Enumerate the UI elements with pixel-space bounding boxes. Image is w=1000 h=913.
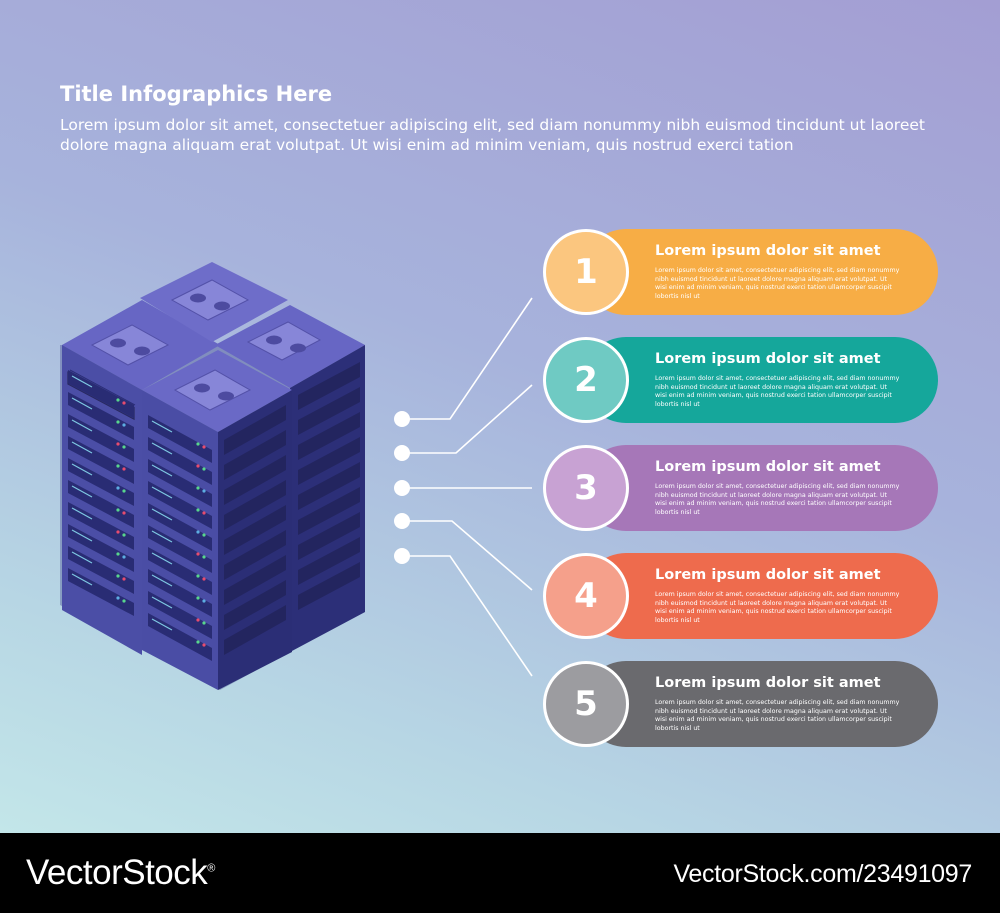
connector-dot-2 [394, 445, 410, 461]
step-1-circle: 1 [543, 229, 629, 315]
step-5-pill [583, 661, 938, 747]
step-5-body: Lorem ipsum dolor sit amet, consectetuer… [655, 699, 900, 732]
page-title: Title Infographics Here [60, 82, 333, 106]
step-2-number: 2 [574, 360, 598, 400]
server-rack-icon [60, 262, 533, 690]
step-5-circle: 5 [543, 661, 629, 747]
connector-dot-3 [394, 480, 410, 496]
step-2-circle: 2 [543, 337, 629, 423]
step-3: 3 Lorem ipsum dolor sit amet Lorem ipsum… [543, 445, 938, 531]
step-1-body: Lorem ipsum dolor sit amet, consectetuer… [655, 267, 900, 300]
step-2: 2 Lorem ipsum dolor sit amet Lorem ipsum… [543, 337, 938, 423]
step-2-heading: Lorem ipsum dolor sit amet [655, 351, 881, 367]
step-4-heading: Lorem ipsum dolor sit amet [655, 567, 881, 583]
page-subtitle: Lorem ipsum dolor sit amet, consectetuer… [60, 116, 925, 154]
step-3-circle: 3 [543, 445, 629, 531]
step-3-pill [583, 445, 938, 531]
step-2-body: Lorem ipsum dolor sit amet, consectetuer… [655, 375, 900, 408]
connector-dot-5 [394, 548, 410, 564]
step-4-pill [583, 553, 938, 639]
brand-logo: VectorStock® [26, 853, 215, 893]
step-5-number: 5 [574, 684, 598, 724]
watermark-footer: VectorStock® VectorStock.com/23491097 [0, 833, 1000, 913]
stock-url: VectorStock.com/23491097 [673, 860, 972, 888]
step-3-heading: Lorem ipsum dolor sit amet [655, 459, 881, 475]
step-4-circle: 4 [543, 553, 629, 639]
step-4-body: Lorem ipsum dolor sit amet, consectetuer… [655, 591, 900, 624]
step-5-heading: Lorem ipsum dolor sit amet [655, 675, 881, 691]
connector-dot-1 [394, 411, 410, 427]
connector-lines [402, 297, 533, 677]
step-4-number: 4 [574, 576, 598, 616]
step-4: 4 Lorem ipsum dolor sit amet Lorem ipsum… [543, 553, 938, 639]
registered-mark: ® [207, 862, 215, 875]
step-2-pill [583, 337, 938, 423]
step-1-number: 1 [574, 252, 598, 292]
step-1-pill [583, 229, 938, 315]
connector-dot-4 [394, 513, 410, 529]
brand-name: VectorStock [26, 853, 208, 892]
step-5: 5 Lorem ipsum dolor sit amet Lorem ipsum… [543, 661, 938, 747]
step-1-heading: Lorem ipsum dolor sit amet [655, 243, 881, 259]
step-3-number: 3 [574, 468, 598, 508]
step-1: 1 Lorem ipsum dolor sit amet Lorem ipsum… [543, 229, 938, 315]
step-3-body: Lorem ipsum dolor sit amet, consectetuer… [655, 483, 900, 516]
